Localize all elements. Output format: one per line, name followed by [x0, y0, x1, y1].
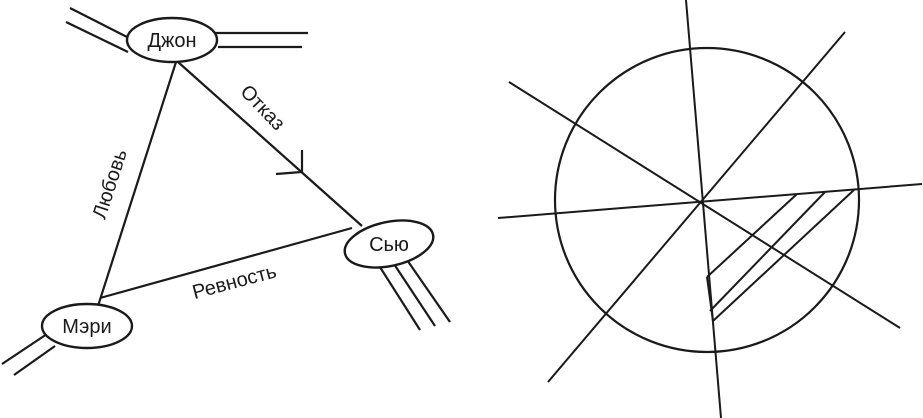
- node-mary-label: Мэри: [62, 316, 111, 338]
- edge-john-sue: [177, 61, 363, 227]
- circle-lines-figure: [497, 0, 923, 418]
- figure-inner-line-4: [706, 276, 714, 322]
- node-sue: Сью: [343, 219, 435, 269]
- figure-line-1: [685, 0, 722, 418]
- figure-inner-line-2: [709, 191, 826, 312]
- figure-line-2: [497, 183, 923, 219]
- john-outer-lines: [65, 7, 308, 53]
- figure-line-3: [508, 81, 901, 329]
- node-john-label: Джон: [147, 30, 196, 52]
- edge-label-love: Любовь: [89, 147, 132, 222]
- figure-line-4: [547, 31, 846, 383]
- figure-inner-line-1: [706, 193, 798, 278]
- sue-outer-lines: [377, 256, 451, 331]
- edge-mary-sue: [99, 226, 353, 300]
- node-sue-label: Сью: [369, 234, 409, 256]
- figure-inner-line-3: [712, 188, 856, 322]
- node-john: Джон: [125, 16, 219, 64]
- figure-circle: [553, 46, 861, 354]
- edge-arrowhead: [275, 150, 304, 176]
- mary-outer-lines: [1, 333, 56, 376]
- edge-label-jealousy: Ревность: [190, 260, 279, 304]
- edge-john-mary: [96, 61, 178, 307]
- edge-label-rejection: Отказ: [236, 81, 289, 135]
- relationship-triangle: Отказ Любовь Ревность Джон Сью Мэри: [1, 7, 451, 376]
- node-mary: Мэри: [40, 302, 134, 350]
